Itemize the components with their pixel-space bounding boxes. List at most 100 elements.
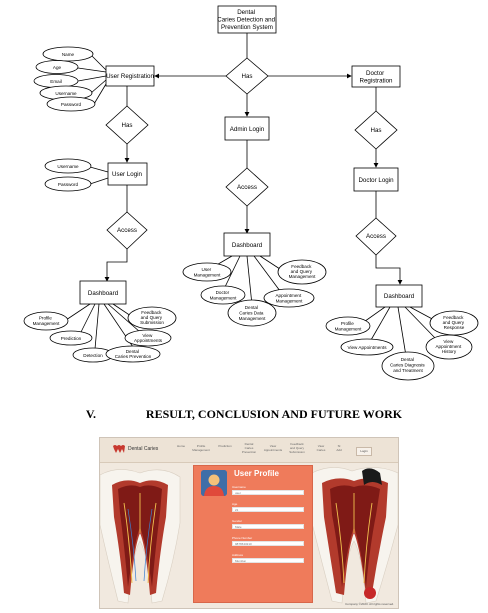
admin-item-doctor-mgmt-label: Doctor Management	[210, 290, 238, 301]
navbar: Dental Caries Home Profile Management Pr…	[100, 438, 398, 463]
doctor-item-diagnosis	[381, 351, 435, 381]
doctor-access-label: Access	[366, 233, 386, 240]
doctor-dashboard-entity	[375, 284, 423, 308]
user-login-label: User Login	[112, 171, 142, 178]
nav-prediction[interactable]: Prediction	[218, 444, 232, 448]
age-label: Age	[232, 502, 238, 506]
user-registration-label: User Registration	[106, 73, 154, 80]
user-has-relationship	[105, 105, 149, 145]
doctor-item-view-appointments	[340, 338, 394, 356]
doctor-access-relationship	[355, 217, 397, 256]
user-item-prediction-label: Prediction	[61, 336, 82, 341]
doctor-dashboard-label: Dashboard	[384, 293, 415, 300]
attr-name	[42, 46, 94, 62]
address-label: Address	[232, 553, 244, 557]
avatar	[201, 470, 227, 496]
doctor-registration-label: Doctor Registration	[359, 70, 393, 85]
user-item-caries-prevention	[105, 345, 161, 363]
username-label: Username	[232, 485, 246, 489]
attr-age	[35, 60, 79, 74]
attr-email-label: Email	[50, 79, 62, 84]
nav-add[interactable]: Sl Add	[336, 444, 342, 452]
login-button[interactable]: Login	[356, 447, 372, 456]
attr-username-label: Username	[55, 91, 77, 96]
admin-login-entity	[224, 116, 270, 141]
user-item-feedback	[127, 306, 177, 330]
er-diagram: Dental Caries Detection and Prevention S…	[23, 5, 479, 381]
user-item-view-appointments-label: View Appointments	[134, 333, 163, 343]
doctor-has-relationship	[354, 110, 398, 150]
doctor-registration-entity	[351, 65, 401, 88]
login-attr-username	[44, 158, 92, 174]
login-attr-password-label: Password	[58, 182, 79, 187]
attr-age-label: Age	[53, 65, 62, 70]
admin-dashboard-label: Dashboard	[232, 242, 263, 249]
admin-item-appointment-mgmt	[263, 288, 315, 308]
doctor-item-profile	[325, 316, 371, 336]
brand-name[interactable]: Dental Caries	[128, 446, 159, 452]
admin-item-appointment-mgmt-label: Appointment Management	[275, 293, 303, 304]
address-field[interactable]: Mumbai	[232, 558, 304, 563]
user-login-entity	[107, 162, 148, 186]
admin-access-relationship	[225, 167, 269, 207]
doctor-item-view-history-label: View Appointment History	[435, 339, 462, 354]
user-item-prediction	[49, 330, 93, 346]
user-has-label: Has	[121, 122, 132, 129]
admin-dashboard-entity	[223, 232, 271, 257]
attr-password-label: Password	[61, 102, 82, 107]
nav-dental-caries-prevention[interactable]: Dental Caries Prevention	[241, 442, 257, 454]
nav-home[interactable]: Home	[176, 444, 185, 448]
user-dashboard-entity	[79, 280, 127, 305]
admin-item-feedback-mgmt-label: Feedback and Query Management	[289, 264, 317, 279]
doctor-item-profile-label: Profile Management	[335, 321, 363, 332]
has-center-label: Has	[241, 73, 252, 80]
doctor-item-feedback	[429, 310, 479, 336]
doctor-item-feedback-label: Feedback and Query Response	[443, 315, 466, 330]
attr-password	[46, 96, 96, 112]
user-item-caries-prevention-label: Dental Caries Prevention	[115, 349, 152, 359]
admin-item-caries-data	[227, 299, 277, 327]
doctor-login-entity	[353, 167, 399, 192]
nav-view-caries[interactable]: View Caries	[316, 444, 326, 452]
user-avatar-icon	[201, 470, 227, 496]
attr-name-label: Name	[62, 52, 75, 57]
root-label: Dental Caries Detection and Prevention S…	[217, 9, 277, 31]
has-center-relationship	[225, 57, 269, 95]
admin-login-label: Admin Login	[230, 126, 265, 133]
user-access-label: Access	[117, 227, 137, 234]
admin-item-user-mgmt	[182, 262, 232, 282]
nav-profile-management[interactable]: Profile Management	[192, 444, 210, 452]
login-attr-username-label: Username	[57, 164, 79, 169]
gender-field[interactable]: Male	[232, 524, 304, 529]
doctor-item-diagnosis-label: Dental Caries Diagnosis and Treatment	[390, 357, 426, 373]
user-item-detection-label: Detection	[83, 353, 103, 358]
section-title: RESULT, CONCLUSION AND FUTURE WORK	[145, 407, 403, 421]
login-attr-password	[44, 176, 92, 192]
age-field[interactable]: 21	[232, 507, 304, 512]
phone-label: Phone Number	[232, 536, 253, 540]
admin-access-label: Access	[237, 184, 257, 191]
username-field[interactable]: user	[232, 490, 304, 495]
admin-item-feedback-mgmt	[277, 259, 327, 285]
nav-feedback[interactable]: Feedback and Query Submission	[289, 442, 305, 454]
user-registration-entity	[105, 65, 155, 87]
user-item-profile	[23, 311, 69, 331]
user-dashboard-label: Dashboard	[88, 290, 119, 297]
footer-copyright: Company ©2023. All rights reserved.	[345, 602, 394, 606]
gender-label: Gender	[232, 519, 243, 523]
doctor-has-label: Has	[370, 127, 381, 134]
user-access-relationship	[106, 211, 148, 250]
admin-item-caries-data-label: Dental Caries Data Management	[239, 305, 267, 321]
user-profile-card: User Profile Username user Age 21 Gender…	[193, 465, 313, 603]
nav-view-appointments[interactable]: View Appointments	[263, 444, 283, 452]
admin-item-doctor-mgmt	[200, 285, 246, 305]
card-title: User Profile	[234, 469, 279, 478]
root-entity	[217, 5, 277, 34]
phone-field[interactable]: 9876543210	[232, 541, 304, 546]
doctor-login-label: Doctor Login	[358, 177, 394, 184]
app-screenshot: Dental Caries Home Profile Management Pr…	[99, 437, 399, 609]
user-item-view-appointments	[124, 329, 172, 347]
tooth-logo-icon	[113, 445, 125, 453]
user-item-feedback-label: Feedback and Query Submission	[140, 310, 164, 325]
section-number: V.	[85, 407, 97, 421]
